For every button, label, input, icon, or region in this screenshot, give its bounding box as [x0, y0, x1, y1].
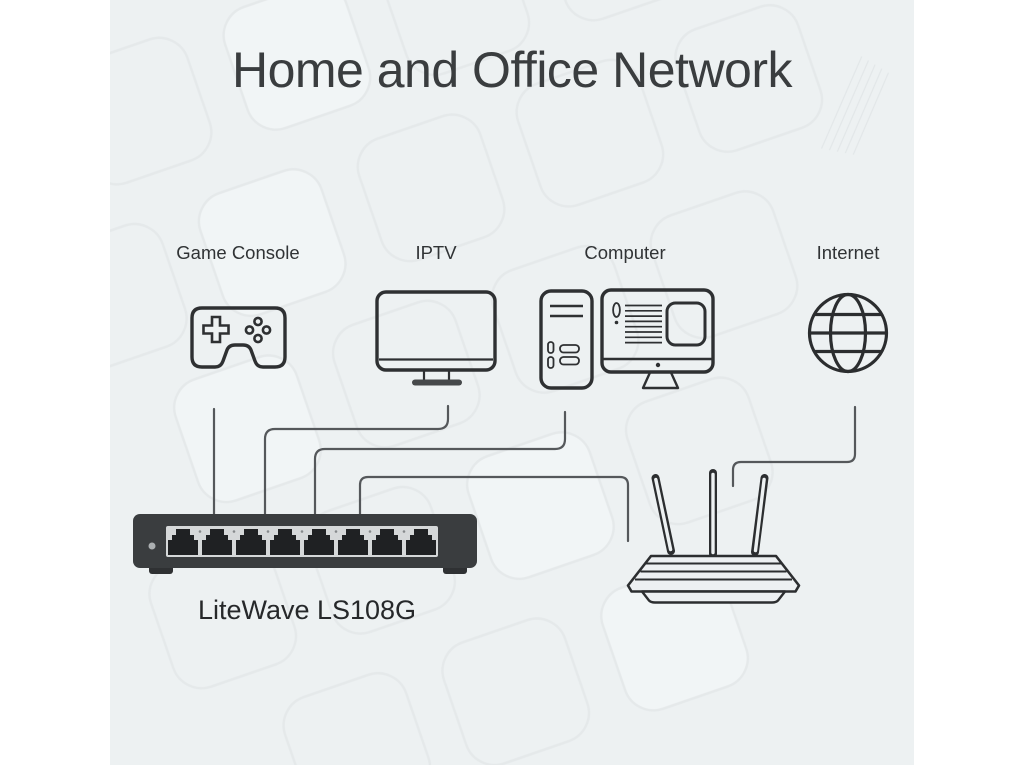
router: [626, 469, 801, 604]
cable-iptv-to-switch: [263, 404, 450, 518]
tv-stand-neck: [422, 370, 451, 380]
tv-stand-base: [412, 379, 462, 386]
computer-monitor-icon: [600, 288, 715, 390]
router-antennas: [651, 469, 769, 558]
device-label-computer: Computer: [584, 242, 666, 263]
switch-led: [148, 542, 156, 550]
tv-icon: [375, 290, 497, 386]
gamepad-icon: [190, 306, 287, 369]
cable-computer-to-switch: [313, 410, 567, 518]
switch-port-panel: [166, 526, 438, 557]
network-diagram: [133, 288, 889, 604]
router-body: [626, 554, 801, 593]
device-label-internet: Internet: [816, 242, 880, 263]
gamepad-buttons: [244, 316, 272, 344]
background-pattern: [110, 0, 889, 765]
cable-internet-to-router: [731, 405, 857, 488]
diagram-canvas: Home and Office Network Game Console IPT…: [110, 0, 914, 765]
device-label-iptv: IPTV: [415, 242, 457, 263]
monitor-stand: [641, 371, 680, 390]
pattern-filled-tiles: [174, 0, 748, 711]
router-base: [640, 590, 787, 604]
dpad-cross: [202, 315, 230, 344]
cables: [212, 404, 857, 543]
switch-model-label: LiteWave LS108G: [197, 595, 417, 625]
globe-icon: [807, 292, 889, 374]
switch-port-screws: [198, 530, 406, 533]
cable-switch-to-router: [358, 475, 630, 543]
pattern-hatch: [821, 56, 889, 155]
monitor-text-lines: [625, 304, 662, 344]
page-title: Home and Office Network: [231, 42, 793, 98]
device-label-game-console: Game Console: [176, 242, 300, 263]
router-ridges: [635, 562, 792, 581]
computer-tower-icon: [539, 289, 594, 390]
network-switch: [133, 514, 477, 574]
